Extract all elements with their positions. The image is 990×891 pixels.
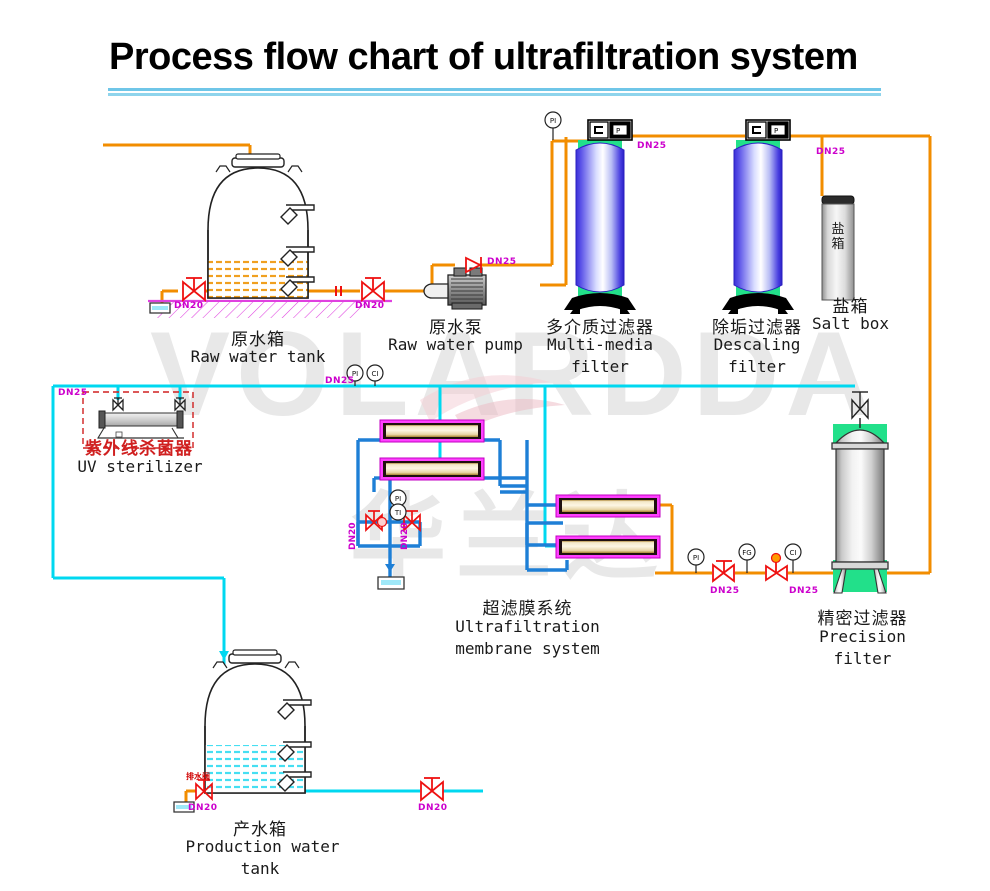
label-production-tank-en2: tank xyxy=(240,859,280,878)
check-valve-dn25 xyxy=(465,256,483,274)
label-uv-sterilizer-en: UV sterilizer xyxy=(77,457,203,476)
svg-text:P: P xyxy=(774,127,778,135)
ground-hatch xyxy=(148,302,372,318)
title-underline-2 xyxy=(108,93,881,96)
label-raw-water-pump-en: Raw water pump xyxy=(388,335,523,354)
label-multi-media-filter-cn: 多介质过滤器 xyxy=(546,318,654,338)
gauge-pi-mmf: PI xyxy=(544,111,562,140)
pipe-label-dn25-pf-left: DN25 xyxy=(710,586,740,596)
uf-module-3 xyxy=(555,494,661,518)
label-precision-filter-en1: Precision xyxy=(819,627,906,646)
svg-text:PI: PI xyxy=(550,117,556,125)
label-production-tank-cn: 产水箱 xyxy=(233,820,287,840)
label-raw-water-tank-cn: 原水箱 xyxy=(231,330,285,350)
uf-module-2 xyxy=(379,457,485,481)
label-salt-box-en: Salt box xyxy=(811,314,890,333)
flange-raw-out xyxy=(335,286,342,296)
gauge-pi-precision: PI xyxy=(687,548,705,573)
svg-text:P: P xyxy=(616,127,620,135)
gauge-ci-uf-inlet: CI xyxy=(366,364,384,386)
descaling-filter-vessel: P xyxy=(722,119,794,314)
uf-module-1 xyxy=(379,419,485,443)
pipe-label-dn20-prod-drain: DN20 xyxy=(188,803,218,813)
gauge-ci-precision: CI xyxy=(784,543,802,573)
label-raw-water-pump-cn: 原水泵 xyxy=(429,318,483,338)
pipe-label-dn20-uf-left: DN20 xyxy=(348,522,358,550)
valve-dn20-uf-left xyxy=(365,510,388,532)
production-water-tank-vessel xyxy=(204,649,312,794)
valve-dn20-raw-in xyxy=(182,277,206,302)
uf-membrane-modules xyxy=(379,419,661,559)
label-raw-water-tank-en: Raw water tank xyxy=(190,347,326,366)
salt-box-vessel xyxy=(821,195,855,301)
svg-text:FG: FG xyxy=(742,549,751,557)
gauge-pi-uf-drain: PI xyxy=(389,489,407,507)
svg-text:TI: TI xyxy=(394,509,401,517)
multi-media-filter-vessel: P xyxy=(564,119,636,314)
valve-dn25-pf-left xyxy=(712,560,735,583)
valve-dn20-prod-drain xyxy=(195,779,213,801)
uf-module-4 xyxy=(555,535,661,559)
label-salt-box-cn: 盐箱 xyxy=(832,297,869,317)
pipe-label-dn25-pf-right: DN25 xyxy=(789,586,819,596)
valve-dn20-prod-out xyxy=(420,777,444,802)
pipe-label-dn25-desc-top: DN25 xyxy=(816,147,846,157)
svg-text:CI: CI xyxy=(372,370,379,378)
pipe-label-dn25-pump-out: DN25 xyxy=(487,257,517,267)
svg-text:CI: CI xyxy=(790,549,797,557)
title-underline xyxy=(108,88,881,91)
gauge-ti-uf-drain: TI xyxy=(389,503,407,521)
pipe-label-dn20-tank-in: DN20 xyxy=(174,301,204,311)
label-uf-system-en1: Ultrafiltration xyxy=(455,617,600,636)
pipe-label-dn20-uf-right: DN20 xyxy=(400,522,410,550)
pipe-label-dn25-mmf-top: DN25 xyxy=(637,141,667,151)
instrument-gauges: PI PI CI PI TI PI xyxy=(346,111,802,573)
label-uf-system-cn: 超滤膜系统 xyxy=(482,599,573,619)
label-multi-media-filter-en1: Multi-media xyxy=(547,335,653,354)
pipe-label-dn20-tank-out: DN20 xyxy=(355,301,385,311)
svg-text:PI: PI xyxy=(352,370,358,378)
label-precision-filter-cn: 精密过滤器 xyxy=(817,609,908,629)
pipe-label-dn25-uf-feed: DN25 xyxy=(325,376,355,386)
valve-dn20-uf-right xyxy=(403,510,421,532)
label-uf-system-en2: membrane system xyxy=(455,639,600,658)
raw-water-tank-vessel xyxy=(207,153,315,299)
svg-text:PI: PI xyxy=(395,495,401,503)
label-uv-sterilizer-cn: 紫外线杀菌器 xyxy=(85,439,193,459)
salt-box-body-label: 盐箱 xyxy=(831,222,845,252)
gauge-pi-uf-inlet: PI xyxy=(346,364,364,386)
valve-dn20-raw-out xyxy=(361,277,385,302)
valve-dn25-pf-right xyxy=(765,552,788,582)
svg-text:PI: PI xyxy=(693,554,699,562)
precision-filter-vessel xyxy=(831,391,889,594)
label-descaling-filter-en1: Descaling xyxy=(713,335,801,354)
label-descaling-filter-cn: 除垢过滤器 xyxy=(712,318,802,338)
label-multi-media-filter-en2: filter xyxy=(571,357,629,376)
label-descaling-filter-en2: filter xyxy=(728,357,786,376)
label-precision-filter-en2: filter xyxy=(833,649,892,668)
page-title: Process flow chart of ultrafiltration sy… xyxy=(109,36,858,78)
annotation-drain-valve: 排水阀 xyxy=(186,772,210,781)
raw-water-pump-unit xyxy=(423,267,487,310)
label-production-tank-en1: Production water xyxy=(185,837,340,856)
pipe-label-dn20-prod-out: DN20 xyxy=(418,803,448,813)
uv-sterilizer-unit xyxy=(82,391,194,449)
gauge-fg-precision: FG xyxy=(738,543,756,573)
watermark-latin: VOLARDDA xyxy=(150,307,878,441)
pipe-label-dn25-uv-left: DN25 xyxy=(58,388,88,398)
